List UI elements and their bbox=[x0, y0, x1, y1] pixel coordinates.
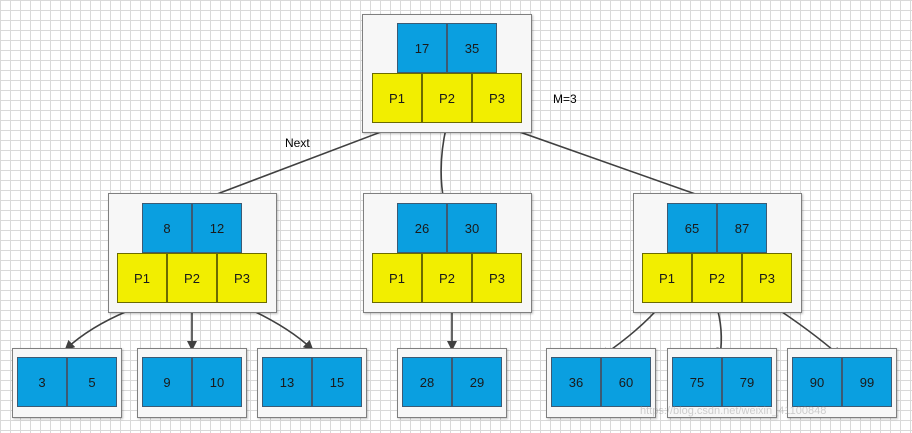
root-pointer-2: P2 bbox=[422, 73, 472, 123]
next-label: Next bbox=[285, 136, 310, 150]
leaf-2-key-1: 9 bbox=[142, 357, 192, 407]
edge-root-p2-to-middle bbox=[437, 123, 448, 204]
left-pointer-2: P2 bbox=[167, 253, 217, 303]
leaf-4-key-1: 28 bbox=[402, 357, 452, 407]
order-label: M=3 bbox=[553, 92, 577, 106]
leaf-5-key-1: 36 bbox=[551, 357, 601, 407]
middle-key-1: 26 bbox=[397, 203, 447, 253]
leaf-7-key-1: 90 bbox=[792, 357, 842, 407]
middle-key-2: 30 bbox=[447, 203, 497, 253]
root-pointer-1: P1 bbox=[372, 73, 422, 123]
edge-root-p3-to-right bbox=[496, 123, 720, 205]
middle-pointer-1: P1 bbox=[372, 253, 422, 303]
left-key-1: 8 bbox=[142, 203, 192, 253]
leaf-1-key-1: 3 bbox=[17, 357, 67, 407]
middle-pointer-3: P3 bbox=[472, 253, 522, 303]
right-key-1: 65 bbox=[667, 203, 717, 253]
leaf-7-key-2: 99 bbox=[842, 357, 892, 407]
root-key-2: 35 bbox=[447, 23, 497, 73]
left-key-2: 12 bbox=[192, 203, 242, 253]
leaf-3-key-2: 15 bbox=[312, 357, 362, 407]
middle-pointer-2: P2 bbox=[422, 253, 472, 303]
watermark: https://blog.csdn.net/weixin_41100848 bbox=[640, 405, 827, 417]
root-key-1: 17 bbox=[397, 23, 447, 73]
right-pointer-2: P2 bbox=[692, 253, 742, 303]
right-pointer-1: P1 bbox=[642, 253, 692, 303]
left-pointer-3: P3 bbox=[217, 253, 267, 303]
right-key-2: 87 bbox=[717, 203, 767, 253]
leaf-3-key-1: 13 bbox=[262, 357, 312, 407]
edge-root-p1-to-left bbox=[194, 123, 403, 204]
left-pointer-1: P1 bbox=[117, 253, 167, 303]
root-pointer-3: P3 bbox=[472, 73, 522, 123]
leaf-6-key-1: 75 bbox=[672, 357, 722, 407]
leaf-5-key-2: 60 bbox=[601, 357, 651, 407]
leaf-1-key-2: 5 bbox=[67, 357, 117, 407]
leaf-4-key-2: 29 bbox=[452, 357, 502, 407]
right-pointer-3: P3 bbox=[742, 253, 792, 303]
leaf-6-key-2: 79 bbox=[722, 357, 772, 407]
leaf-2-key-2: 10 bbox=[192, 357, 242, 407]
